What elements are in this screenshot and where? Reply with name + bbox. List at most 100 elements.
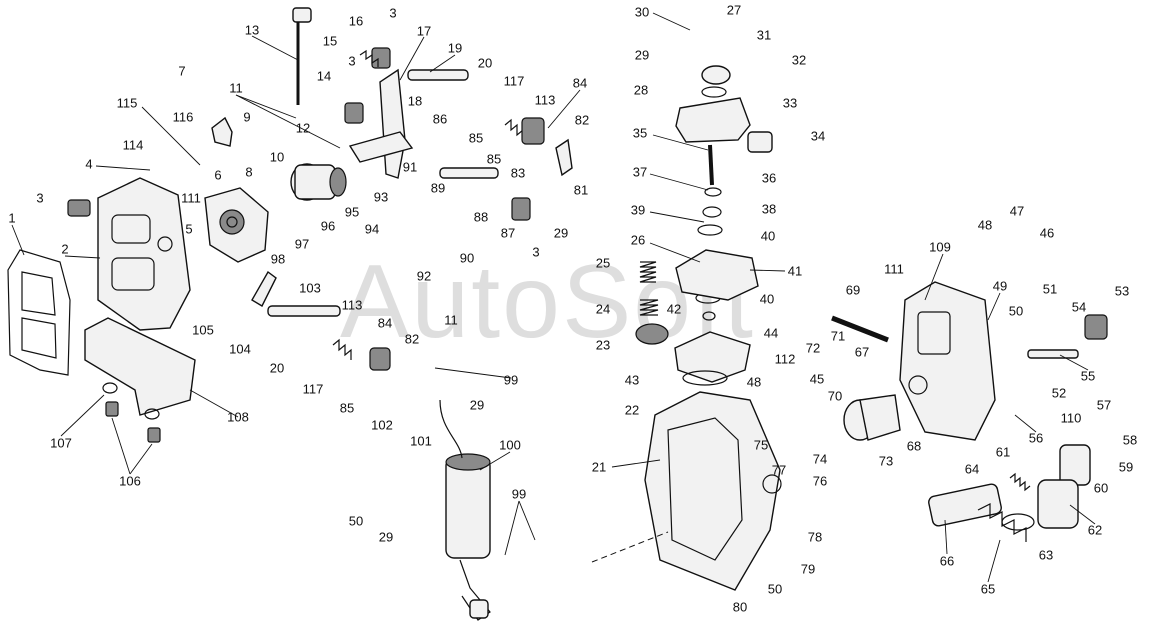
- part-number-label: 113: [534, 92, 556, 108]
- part-number-label: 63: [1038, 547, 1054, 563]
- shaft-part: [407, 69, 499, 179]
- pin-part: [831, 315, 889, 343]
- governor-housing-part: [899, 281, 996, 441]
- part-number-label: 113: [341, 297, 363, 313]
- part-number-label: 114: [122, 137, 144, 153]
- part-number-label: 109: [929, 239, 951, 255]
- part-number-label: 88: [473, 209, 489, 225]
- part-number-label: 20: [269, 360, 285, 376]
- part-number-label: 3: [348, 53, 356, 69]
- part-number-label: 74: [812, 451, 828, 467]
- part-number-label: 14: [316, 68, 332, 84]
- pump-body-part: [204, 187, 269, 263]
- part-number-label: 85: [339, 400, 355, 416]
- part-number-label: 7: [178, 63, 186, 79]
- part-number-label: 46: [1039, 225, 1055, 241]
- spring-part: [639, 299, 659, 316]
- part-number-label: 19: [447, 40, 463, 56]
- part-number-label: 49: [992, 278, 1008, 294]
- part-number-label: 96: [320, 218, 336, 234]
- part-number-label: 117: [503, 73, 525, 89]
- part-number-label: 66: [939, 553, 955, 569]
- part-number-label: 31: [756, 27, 772, 43]
- part-number-label: 105: [192, 322, 214, 338]
- part-number-label: 106: [119, 473, 141, 489]
- part-number-label: 42: [666, 301, 682, 317]
- part-number-label: 44: [763, 325, 779, 341]
- part-number-label: 40: [759, 291, 775, 307]
- part-number-label: 69: [845, 282, 861, 298]
- part-number-label: 85: [468, 130, 484, 146]
- part-number-label: 115: [116, 95, 138, 111]
- part-number-label: 56: [1028, 430, 1044, 446]
- part-number-label: 91: [402, 159, 418, 175]
- part-number-label: 78: [807, 529, 823, 545]
- part-number-label: 9: [243, 109, 251, 125]
- part-number-label: 72: [805, 340, 821, 356]
- part-number-label: 80: [732, 599, 748, 615]
- part-number-label: 29: [469, 397, 485, 413]
- part-number-label: 11: [229, 80, 243, 96]
- part-number-label: 24: [595, 301, 611, 317]
- cover-housing-part: [97, 177, 191, 331]
- part-number-label: 85: [486, 151, 502, 167]
- part-number-label: 26: [630, 232, 646, 248]
- plunger-part: [928, 483, 1027, 542]
- part-number-label: 103: [299, 280, 321, 296]
- part-number-label: 111: [181, 190, 201, 206]
- part-number-label: 89: [430, 180, 446, 196]
- part-number-label: 75: [753, 437, 769, 453]
- part-number-label: 84: [572, 75, 588, 91]
- part-number-label: 53: [1114, 283, 1130, 299]
- part-number-label: 68: [906, 438, 922, 454]
- arm-part: [555, 138, 573, 177]
- part-number-label: 95: [344, 204, 360, 220]
- part-number-label: 27: [726, 2, 742, 18]
- part-number-label: 79: [800, 561, 816, 577]
- part-number-label: 15: [322, 33, 338, 49]
- sleeve-part: [843, 394, 901, 441]
- part-number-label: 48: [977, 217, 993, 233]
- part-number-label: 13: [244, 22, 260, 38]
- bracket-part: [211, 116, 233, 147]
- part-number-label: 29: [553, 225, 569, 241]
- part-number-label: 111: [884, 261, 904, 277]
- part-number-label: 39: [630, 202, 646, 218]
- lever-assembly-part: [348, 68, 414, 179]
- part-number-label: 35: [632, 125, 648, 141]
- part-number-label: 62: [1087, 522, 1103, 538]
- part-number-label: 101: [410, 433, 432, 449]
- part-number-label: 5: [185, 221, 193, 237]
- part-number-label: 82: [574, 112, 590, 128]
- part-number-label: 48: [746, 374, 762, 390]
- part-number-label: 28: [633, 82, 649, 98]
- part-number-label: 112: [774, 351, 796, 367]
- rod-part: [292, 7, 312, 105]
- part-number-label: 3: [389, 5, 397, 21]
- part-number-label: 86: [432, 111, 448, 127]
- part-number-label: 4: [85, 156, 93, 172]
- part-number-label: 83: [510, 165, 526, 181]
- part-number-label: 38: [761, 201, 777, 217]
- part-number-label: 18: [407, 93, 423, 109]
- axis-line: [591, 531, 669, 563]
- plug-part: [67, 47, 531, 221]
- bolt-part: [102, 382, 161, 443]
- part-number-label: 25: [595, 255, 611, 271]
- part-number-label: 41: [787, 263, 803, 279]
- part-number-label: 94: [364, 221, 380, 237]
- part-number-label: 73: [878, 453, 894, 469]
- part-number-label: 34: [810, 128, 826, 144]
- part-number-label: 87: [500, 225, 516, 241]
- part-number-label: 70: [827, 388, 843, 404]
- part-number-label: 50: [348, 513, 364, 529]
- cap-part: [1084, 314, 1108, 340]
- part-number-label: 21: [591, 459, 607, 475]
- flange-part: [674, 331, 751, 383]
- part-number-label: 110: [1060, 410, 1082, 426]
- spring-part: [1009, 472, 1031, 492]
- part-number-label: 37: [632, 164, 648, 180]
- leader-lines: [11, 12, 1096, 583]
